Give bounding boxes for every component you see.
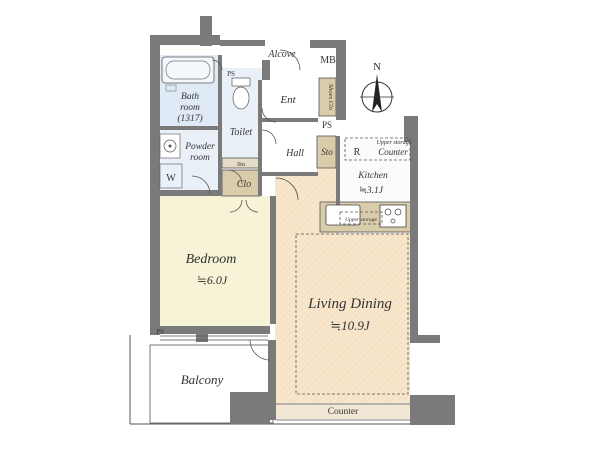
balcony-label: Balcony [181, 372, 224, 387]
hall-floor [262, 122, 317, 172]
upper-storage-top-box [344, 137, 411, 161]
doors [191, 49, 301, 361]
counter-kitchen-label: Counter [378, 147, 408, 157]
washing-machine-space [159, 163, 183, 189]
living-dashed-area [295, 233, 409, 395]
closet [221, 169, 261, 197]
powder-room-label-line1: Powder [184, 142, 215, 152]
ps-balcony-label: PS [156, 328, 164, 336]
r-label: R [354, 147, 361, 158]
bathroom-label-line2: room [180, 103, 200, 113]
alcove-label: Alcove [267, 49, 296, 60]
toilet-label: Toilet [230, 127, 253, 138]
powder-room-label-line2: room [190, 153, 210, 163]
stove-icon [379, 204, 407, 228]
bedroom-floor [160, 196, 270, 334]
bathroom-label-line3: (1317) [177, 113, 202, 124]
bedroom-label: Bedroom [186, 252, 237, 267]
ps-mid-label: PS [322, 120, 332, 130]
living-dining-label: Living Dining [307, 296, 392, 312]
entrance-floor [262, 78, 317, 120]
sto-hall-label: Sto [321, 147, 333, 157]
kitchen-size-label: ≒3.1J [359, 186, 384, 196]
compass-icon [360, 74, 394, 113]
upper-storage-top-label: Upper storage [377, 140, 412, 146]
ps-top-label: PS [227, 70, 235, 78]
bathtub-icon [161, 56, 215, 92]
w-label: W [166, 173, 176, 184]
sto-small-label: Sto [237, 161, 246, 168]
upper-storage-kitchen-label: Upper storage [345, 217, 377, 223]
kitchen-sink-icon [325, 204, 361, 226]
bathroom-label-line1: Bath [181, 92, 199, 102]
counter-bottom-label: Counter [328, 407, 359, 417]
living-size-label: ≒10.9J [330, 318, 371, 333]
windows [160, 335, 410, 421]
counter-strip [276, 402, 412, 419]
walls [150, 16, 455, 425]
shoes-clo-label: Shoes Clo [327, 84, 334, 111]
mb-label: MB [320, 55, 336, 66]
clo-label: Clo [237, 179, 251, 190]
kitchen-label: Kitchen [357, 171, 388, 181]
upper-storage-kitchen-box [339, 211, 383, 225]
bedroom-size-label: ≒6.0J [197, 273, 228, 287]
compass-north-label: N [373, 61, 381, 73]
toilet-icon [231, 77, 251, 110]
washbasin-icon [159, 133, 181, 159]
ent-label: Ent [279, 94, 296, 106]
hall-label: Hall [285, 148, 304, 159]
